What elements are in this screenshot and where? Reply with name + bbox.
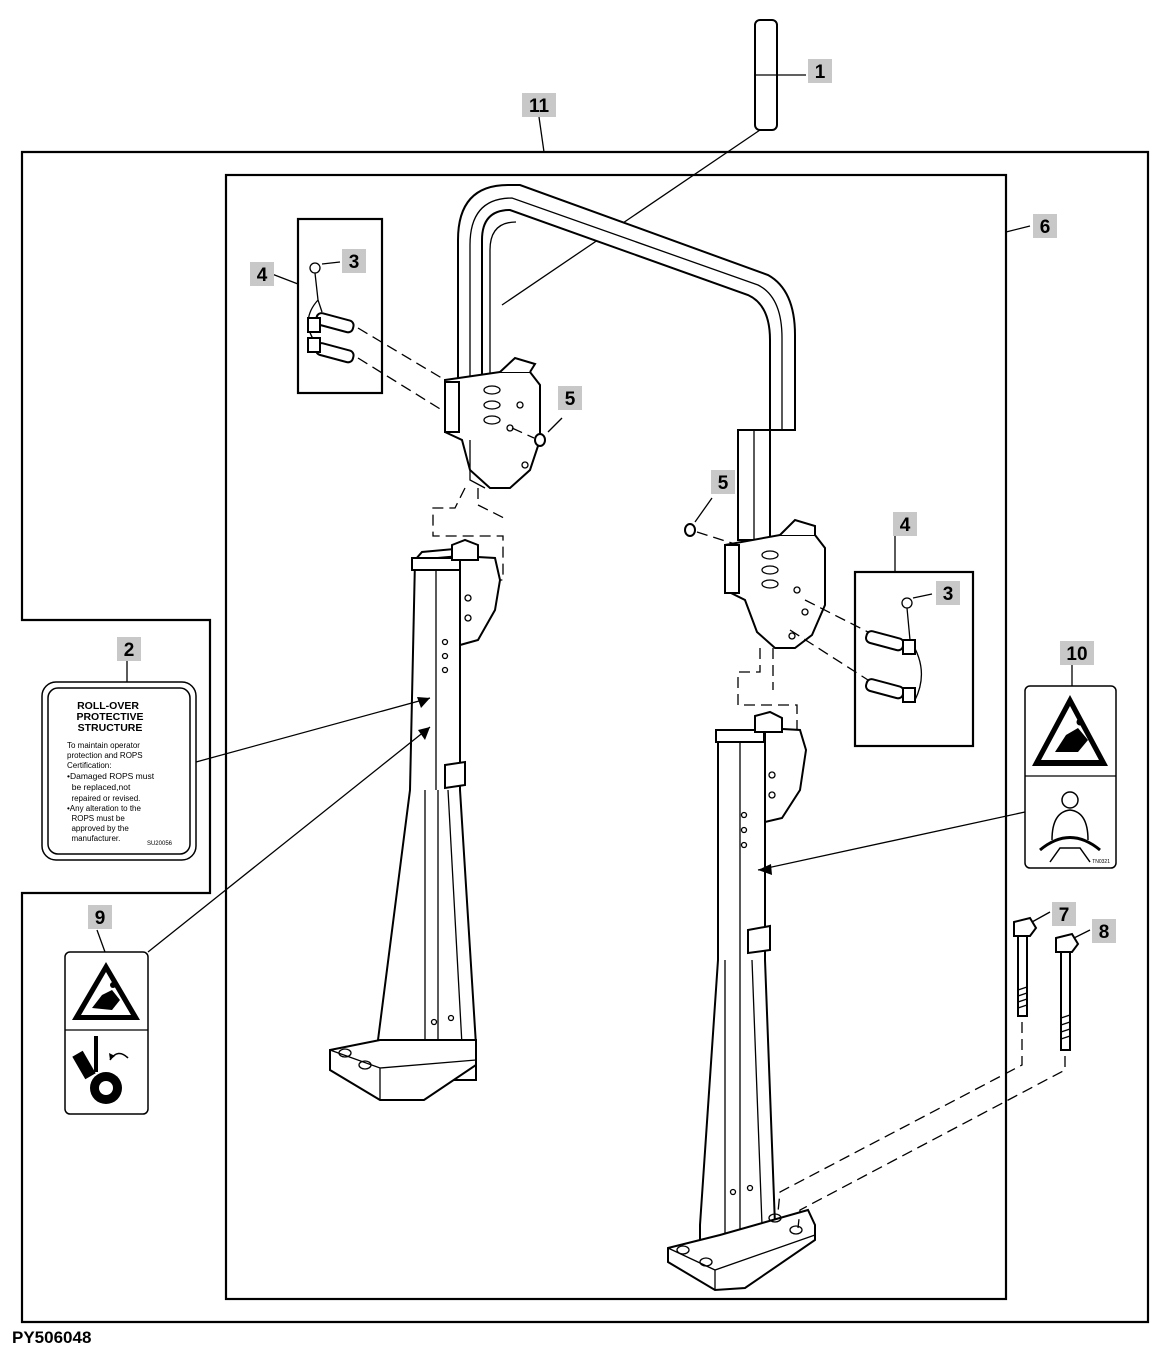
svg-text:1: 1 [815, 62, 826, 83]
callout-5-right: 5 [711, 470, 735, 494]
callout-8: 8 [1092, 919, 1116, 943]
svg-text:7: 7 [1059, 905, 1070, 926]
rops-decal-line-8: ROPS must be [67, 814, 125, 823]
decal-10-code: TN0321 [1092, 859, 1110, 865]
callout-5-left: 5 [558, 386, 582, 410]
svg-text:6: 6 [1040, 217, 1051, 238]
decal-10: TN0321 [1024, 685, 1117, 869]
right-pin-kit-box [853, 570, 975, 748]
rops-fold-tractor-icon [72, 1036, 129, 1104]
bolt-8 [1055, 932, 1080, 1051]
bolt-7 [1013, 916, 1038, 1017]
left-clip [534, 433, 546, 447]
callout-2: 2 [117, 637, 141, 661]
rollover-warning-icon [72, 962, 140, 1020]
upper-rops-arch [457, 184, 796, 541]
svg-text:3: 3 [943, 584, 954, 605]
callout-6: 6 [1033, 214, 1057, 238]
rops-assembly-boundary [224, 173, 1008, 1301]
right-lower-post [667, 710, 816, 1292]
rops-decal-line-5: be replaced,not [67, 782, 131, 792]
kit-boundary [20, 150, 1150, 1324]
left-upper-bracket [444, 356, 541, 489]
figure-id: PY506048 [12, 1328, 92, 1347]
left-lower-post [329, 538, 502, 1101]
rops-decal-line-1: To maintain operator [67, 741, 140, 750]
svg-text:4: 4 [257, 265, 268, 286]
callout-9: 9 [88, 905, 112, 929]
svg-text:2: 2 [124, 640, 135, 661]
rops-decal-line-3: Certification: [67, 761, 111, 770]
callout-7: 7 [1052, 902, 1076, 926]
callout-11: 11 [522, 93, 556, 117]
callout-4-right: 4 [893, 512, 917, 536]
callout-1: 1 [808, 59, 832, 83]
callout-3-left: 3 [342, 249, 366, 273]
right-upper-bracket [724, 518, 826, 649]
seat-belt-icon [1039, 791, 1101, 863]
svg-text:5: 5 [565, 389, 576, 410]
rops-decal-title-2: PROTECTIVE [76, 711, 143, 723]
rops-decal-line-6: repaired or revised. [67, 794, 140, 803]
rops-decal-code: SU20056 [147, 841, 173, 847]
rollover-warning-icon [1032, 695, 1108, 766]
svg-text:4: 4 [900, 515, 911, 536]
svg-text:9: 9 [95, 908, 106, 929]
decal-9 [64, 951, 149, 1115]
rops-decal-line-7: •Any alteration to the [67, 804, 142, 813]
rops-decal-line-2: protection and ROPS [67, 751, 143, 760]
callout-4-left: 4 [250, 262, 274, 286]
parts-diagram: ROLL-OVER PROTECTIVE STRUCTURE To mainta… [20, 19, 1150, 1324]
svg-text:10: 10 [1066, 644, 1087, 665]
callout-10: 10 [1060, 641, 1094, 665]
rops-decal-line-4: •Damaged ROPS must [67, 771, 155, 781]
right-clip [684, 523, 696, 537]
svg-text:11: 11 [529, 96, 550, 117]
rops-decal-line-10: manufacturer. [67, 834, 120, 843]
left-pin-kit-box [296, 217, 384, 395]
svg-text:3: 3 [349, 252, 360, 273]
rops-decal-title-3: STRUCTURE [78, 722, 143, 734]
rops-decal-line-9: approved by the [67, 824, 129, 833]
rops-decal-outline [41, 681, 197, 861]
svg-text:5: 5 [718, 473, 729, 494]
svg-text:8: 8 [1099, 922, 1110, 943]
left-pins [307, 262, 355, 364]
right-pins [865, 597, 923, 703]
rops-decal-title-1: ROLL-OVER [77, 700, 139, 712]
callout-3-right: 3 [936, 581, 960, 605]
